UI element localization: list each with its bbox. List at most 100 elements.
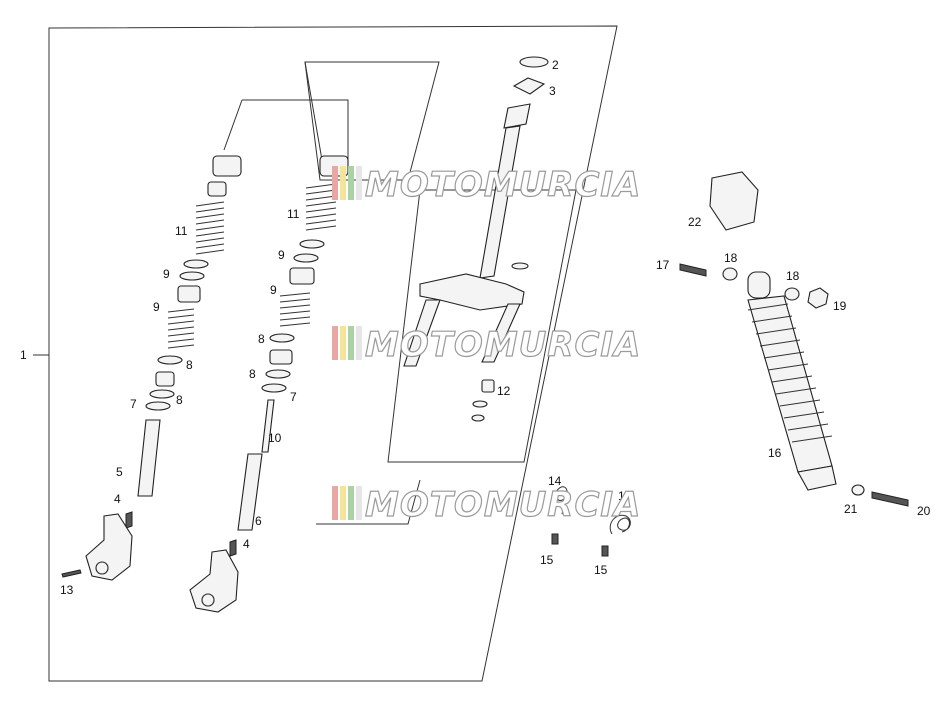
left-fork-leg	[61, 155, 242, 581]
left-ring-7	[145, 401, 171, 411]
callout-14-left: 14	[548, 474, 562, 488]
callout-13: 13	[60, 583, 74, 597]
shock-washer-21	[851, 484, 865, 496]
shock-top-eye	[747, 271, 771, 299]
main-assembly-frame	[48, 25, 618, 682]
left-fork-frame-diag	[223, 99, 243, 151]
coil-spring-icon	[279, 292, 311, 327]
right-axle-hole	[201, 593, 215, 607]
right-bushing-8	[269, 349, 293, 365]
coil-spring-icon	[195, 201, 225, 255]
damper-rod-10	[261, 399, 275, 453]
bolt-icon	[601, 545, 609, 557]
clamp-right-leg	[481, 303, 521, 363]
bolt-icon	[679, 263, 707, 277]
left-fork-slider	[85, 513, 133, 581]
middle-fork-group-frame	[304, 61, 440, 181]
left-fork-bushing	[207, 181, 227, 197]
callout-19: 19	[833, 299, 847, 313]
left-washer-9a	[183, 259, 209, 269]
callout-9-right-b: 9	[270, 283, 277, 297]
callout-5: 5	[116, 465, 123, 479]
callout-8-right-b: 8	[249, 367, 256, 381]
callout-11-right: 11	[287, 207, 300, 221]
callout-7-left: 7	[130, 397, 137, 411]
rear-shock-assembly	[679, 171, 909, 507]
callout-9-left-b: 9	[153, 300, 160, 314]
right-seal-8b	[265, 369, 291, 379]
watermark-top: MOTOMURCIA	[332, 164, 641, 206]
lower-left-frame	[316, 479, 421, 525]
watermark-text-middle: MOTOMURCIA	[365, 325, 641, 365]
left-fork-cap	[212, 155, 242, 177]
bolt-icon	[551, 533, 559, 545]
callout-14-right: 14	[618, 489, 632, 503]
callout-1: 1	[20, 348, 27, 362]
callout-15-right: 15	[594, 563, 608, 577]
left-bushing-9	[177, 285, 201, 303]
callout-2: 2	[552, 58, 559, 72]
clamp-left-leg	[403, 299, 441, 367]
left-seal-8a	[157, 355, 183, 365]
callout-11-left: 11	[175, 224, 188, 238]
middle-fork-frame-diag	[304, 61, 323, 161]
shock-bottom-eye	[797, 465, 837, 491]
callout-6: 6	[255, 514, 262, 528]
shock-washer-18a	[722, 267, 738, 281]
stem-lock-ring-2	[519, 56, 549, 68]
watermark-middle: MOTOMURCIA	[332, 324, 641, 366]
coil-spring-icon	[167, 308, 195, 349]
bolt-icon	[125, 511, 133, 529]
stem-top-cone	[503, 103, 531, 129]
right-seal-8a	[269, 333, 295, 343]
shock-boot-22	[709, 171, 759, 231]
callout-12: 12	[497, 384, 511, 398]
callout-3: 3	[549, 84, 556, 98]
shock-body	[747, 295, 833, 473]
stem-washer-12b	[471, 414, 485, 422]
fork-tube-icon	[137, 419, 161, 497]
return-spring-right	[609, 514, 631, 535]
callout-15-left: 15	[540, 553, 554, 567]
left-axle-hole	[95, 561, 109, 575]
fork-tube-icon	[237, 453, 263, 531]
watermark-bottom: MOTOMURCIA	[332, 484, 641, 526]
callout-4-right: 4	[243, 537, 250, 551]
callout-8-left-a: 8	[186, 358, 193, 372]
callout-16: 16	[768, 446, 782, 460]
callout-4-left: 4	[114, 492, 121, 506]
bolt-icon	[229, 539, 237, 557]
right-ring-7	[261, 383, 287, 393]
stem-washer	[511, 262, 529, 270]
right-washer-9a	[299, 239, 325, 249]
callout-21: 21	[844, 502, 858, 516]
callout-20: 20	[917, 504, 931, 518]
callout-18-right: 18	[786, 269, 800, 283]
shock-washer-18b	[784, 287, 800, 301]
stem-nut-3	[512, 77, 546, 95]
callout-9-left-a: 9	[163, 267, 170, 281]
shock-absorber-icon	[747, 271, 837, 491]
return-spring-left	[555, 486, 568, 515]
steering-stem-frame	[387, 189, 577, 463]
callout-9-right-a: 9	[278, 248, 285, 262]
shock-nut-19	[807, 287, 829, 309]
left-seal-8b	[149, 389, 175, 399]
return-springs	[551, 486, 631, 557]
right-fork-leg	[189, 155, 349, 613]
stem-bushing-12	[481, 379, 495, 393]
bolt-icon	[61, 569, 82, 578]
callout-17: 17	[656, 258, 670, 272]
bolt-icon	[871, 491, 909, 507]
right-fork-slider	[189, 549, 239, 613]
callout-7-right: 7	[290, 390, 297, 404]
stem-washer-12a	[472, 400, 488, 408]
callout-8-left-b: 8	[176, 393, 183, 407]
steering-stem-assembly	[403, 56, 549, 422]
coil-spring-icon	[305, 183, 337, 231]
left-bushing-8	[155, 371, 175, 387]
left-washer-9b	[179, 271, 205, 281]
left-fork-group-frame	[242, 99, 349, 160]
callout-18-left: 18	[724, 251, 738, 265]
